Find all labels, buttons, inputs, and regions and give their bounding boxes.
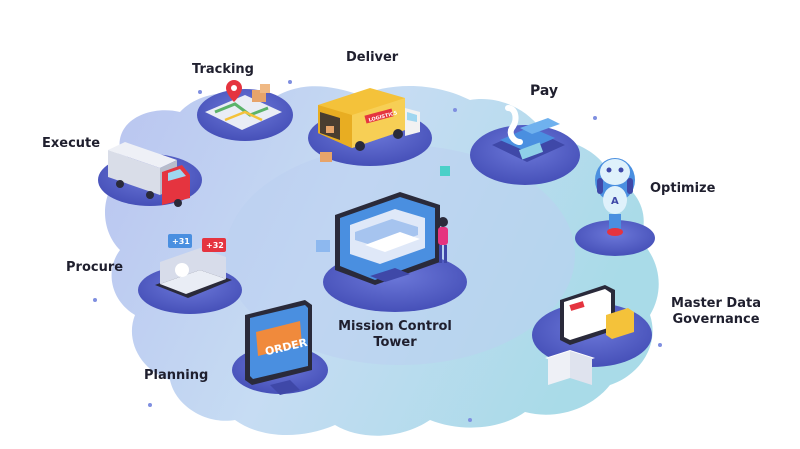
optimize-platform <box>575 220 655 256</box>
person-icon <box>438 217 448 263</box>
label-mission-control-line2: Tower <box>373 335 417 350</box>
package-icon <box>320 152 332 162</box>
label-planning: Planning <box>144 368 209 383</box>
master-data-icon <box>545 285 634 385</box>
order-monitor-icon: ORDER <box>245 300 312 395</box>
label-tracking: Tracking <box>192 62 254 77</box>
label-execute: Execute <box>42 136 101 151</box>
payment-icon <box>492 105 565 162</box>
optimize-node: A <box>575 158 655 256</box>
label-deliver: Deliver <box>346 50 399 65</box>
notification-badge-right <box>202 238 226 252</box>
label-optimize: Optimize <box>650 181 716 196</box>
label-mission-control-line1: Mission Control <box>338 319 452 334</box>
badge-right-text: +32 <box>206 241 224 250</box>
map-icon <box>205 80 282 130</box>
label-procure: Procure <box>66 260 124 275</box>
badge-left-text: +31 <box>172 237 190 246</box>
master-data-node <box>532 285 652 385</box>
truck-icon <box>108 142 190 207</box>
planning-node: ORDER <box>232 300 328 395</box>
van-icon: LOGISTICS <box>318 88 420 162</box>
label-master-data: Master Data Governance <box>664 296 768 328</box>
robot-letter: A <box>611 196 619 207</box>
label-master-data-line1: Master Data <box>671 296 761 311</box>
floating-chart-icon <box>316 240 330 252</box>
label-master-data-line2: Governance <box>672 312 760 327</box>
deliver-node: LOGISTICS <box>308 88 432 166</box>
label-pay: Pay <box>530 83 559 99</box>
decorative-dots <box>93 80 662 422</box>
procure-laptop-icon: +31 +32 <box>155 234 232 298</box>
notification-badge-left <box>168 234 192 248</box>
execute-node <box>98 142 202 207</box>
pay-node <box>470 105 580 185</box>
procure-node: +31 +32 <box>138 234 242 314</box>
floating-card-icon <box>440 166 450 176</box>
mission-control-node <box>316 166 467 312</box>
tracking-node <box>197 80 293 141</box>
robot-icon: A <box>595 158 635 236</box>
label-mission-control: Mission Control Tower <box>330 319 460 351</box>
dashboard-monitor-icon <box>335 192 440 285</box>
